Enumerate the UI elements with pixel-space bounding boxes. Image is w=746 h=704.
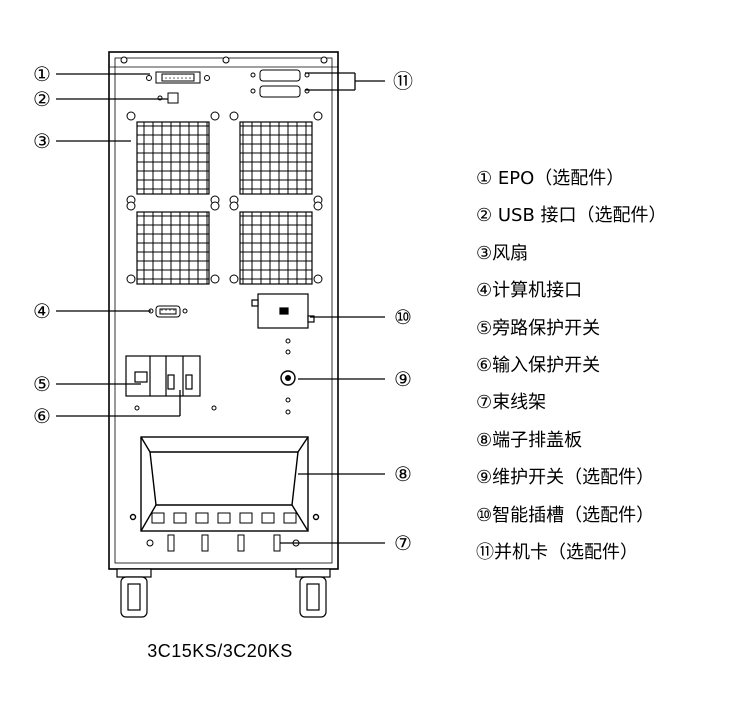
callout-2: ②	[33, 87, 51, 111]
model-caption: 3C15KS/3C20KS	[147, 641, 293, 661]
cable-tie-teeth	[151, 512, 297, 524]
callout-4: ④	[33, 299, 51, 323]
legend-item-cable-rack: ⑦束线架	[476, 392, 547, 414]
callout-6: ⑥	[33, 404, 51, 428]
cabinet-screws	[120, 56, 328, 64]
legend-item-intelligent-slot: ⑩智能插槽（选配件）	[476, 504, 655, 526]
callout-5: ⑤	[33, 372, 51, 396]
callout-10: ⑩	[394, 305, 412, 329]
fan-top-left	[126, 111, 220, 205]
callout-9: ⑨	[394, 367, 412, 391]
parallel-card-ports	[250, 69, 310, 98]
callout-3: ③	[33, 129, 51, 153]
legend-item-usb: ② USB 接口（选配件）	[476, 205, 667, 227]
usb-port	[157, 92, 179, 104]
legend-item-epo: ① EPO（选配件）	[476, 168, 625, 189]
legend-item-bypass-switch: ⑤旁路保护开关	[476, 317, 601, 339]
legend-item-input-switch: ⑥输入保护开关	[476, 354, 601, 376]
callout-numbers: ① ② ③ ④ ⑤ ⑥ ⑦ ⑧ ⑨ ⑩ ⑪	[33, 62, 413, 555]
intelligent-slot	[251, 293, 315, 329]
legend-item-maintenance-switch: ⑨维护开关（选配件）	[476, 467, 655, 489]
maintenance-switch	[280, 370, 296, 386]
legend-item-parallel-card: ⑪并机卡（选配件）	[476, 541, 638, 563]
serial-port	[148, 305, 188, 318]
component-legend: ① EPO（选配件） ② USB 接口（选配件） ③风扇 ④计算机接口 ⑤旁路保…	[476, 160, 667, 571]
legend-item-computer-interface: ④计算机接口	[476, 280, 583, 302]
cable-rack	[146, 534, 300, 552]
legend-item-fan: ③风扇	[476, 242, 529, 264]
breaker-switches	[125, 355, 201, 397]
callout-11: ⑪	[393, 69, 413, 93]
cooling-fans	[126, 111, 323, 285]
epo-connector	[146, 71, 210, 84]
callout-1: ①	[33, 62, 51, 86]
leader-lines	[56, 72, 385, 544]
fan-bottom-left	[126, 201, 220, 285]
casters	[116, 568, 331, 618]
callout-8: ⑧	[394, 462, 412, 486]
legend-item-terminal-cover: ⑧端子排盖板	[476, 429, 583, 451]
fan-bottom-right	[229, 201, 323, 285]
fan-top-right	[229, 111, 323, 205]
callout-7: ⑦	[394, 531, 412, 555]
indicator-holes	[134, 338, 291, 415]
